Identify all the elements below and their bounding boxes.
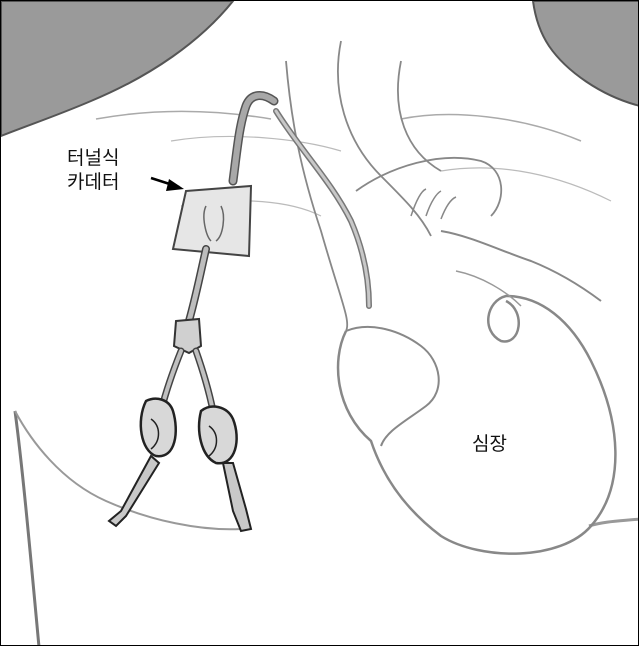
heart-outline bbox=[338, 296, 615, 554]
label-arrow-head bbox=[166, 179, 184, 191]
vessel-branch-b bbox=[426, 191, 441, 216]
catheter-label: 터널식 카데터 bbox=[67, 146, 119, 194]
catheter-label-line2: 카데터 bbox=[67, 170, 119, 194]
vessel-branch-a bbox=[411, 189, 426, 216]
heart-label: 심장 bbox=[472, 432, 507, 456]
rib-line-2 bbox=[441, 168, 611, 201]
rib-line-1 bbox=[171, 136, 341, 151]
clavicle-right bbox=[401, 115, 581, 141]
catheter-label-line1: 터널식 bbox=[67, 146, 119, 170]
vessel-neck-2 bbox=[338, 41, 431, 236]
left-torso-outline bbox=[15, 411, 39, 646]
vessel-branch-c bbox=[441, 197, 456, 219]
heart-vessel-top bbox=[441, 231, 601, 301]
right-shoulder bbox=[533, 1, 639, 106]
heart-vessel-inner bbox=[456, 271, 521, 306]
connector-left bbox=[109, 456, 159, 526]
clamp-right bbox=[199, 407, 237, 464]
connector-right bbox=[223, 463, 251, 531]
catheter-dressing-pad bbox=[173, 186, 251, 256]
